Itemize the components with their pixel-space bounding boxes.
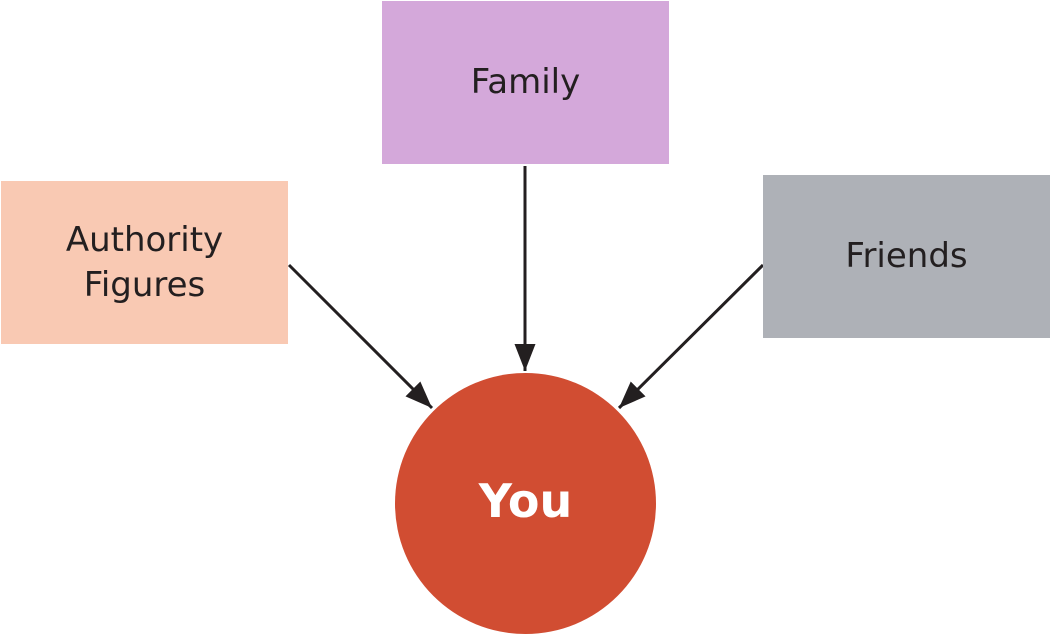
authority-figures-box: Authority Figures	[1, 181, 288, 344]
family-box: Family	[382, 1, 669, 164]
you-circle: You	[395, 373, 656, 634]
arrow-friends-to-you	[617, 263, 765, 410]
friends-box: Friends	[763, 175, 1050, 338]
arrow-authority-to-you	[287, 263, 434, 410]
friends-label: Friends	[845, 236, 968, 276]
family-label: Family	[470, 62, 581, 102]
authority-figures-label: Authority Figures	[65, 219, 224, 305]
you-label: You	[478, 473, 573, 528]
